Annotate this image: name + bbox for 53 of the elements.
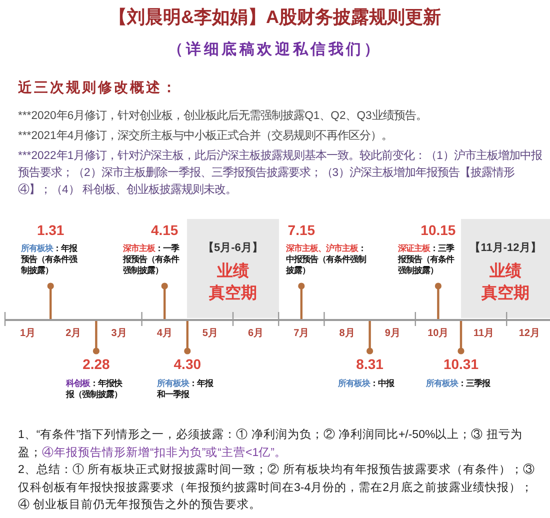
date-label: 2.28 bbox=[82, 355, 111, 373]
date-label: 4.15 bbox=[150, 221, 180, 239]
month-label: 1月 bbox=[19, 327, 37, 340]
timeline-pin bbox=[161, 282, 168, 320]
timeline-pin bbox=[366, 320, 374, 354]
subtitle: （详细底稿欢迎私信我们） bbox=[167, 41, 383, 59]
month-label: 5月 bbox=[201, 327, 219, 340]
month-label: 8月 bbox=[338, 327, 356, 340]
event-text: 所有板块：年报和一季报 bbox=[157, 378, 214, 400]
shaded-band bbox=[461, 219, 550, 318]
event-text: 所有板块：三季报 bbox=[426, 378, 492, 389]
event-text: 科创板：年报快报（强制披露） bbox=[66, 378, 124, 400]
timeline-pin bbox=[184, 320, 191, 354]
month-label: 10月 bbox=[426, 327, 450, 340]
timeline-axis bbox=[5, 319, 550, 321]
paragraph: ***2020年6月修订，针对创业板，创业板此后无需强制披露Q1、Q2、Q3业绩预告。 bbox=[18, 108, 428, 124]
event-text: 深市主板、沪市主板：中报预告（有条件强制披露） bbox=[286, 243, 367, 276]
month-label: 9月 bbox=[384, 327, 402, 340]
shaded-band bbox=[187, 219, 279, 318]
band-label: 业绩 bbox=[216, 262, 250, 282]
timeline-pin bbox=[298, 282, 305, 320]
section-heading: 近三次规则修改概述： bbox=[18, 79, 179, 95]
paragraph: ***2021年4月修订，深交所主板与中小板正式合并（交易规则不再作区分）。 bbox=[18, 128, 394, 144]
month-label: 2月 bbox=[64, 327, 82, 340]
note-text: 1、“有条件”指下列情形之一，必须披露：① 净利润为负；② 净利润同比+/-50%以上；③ 扭亏为盈；④年报预告情形新增“扣非为负”或“主营<1亿”。 bbox=[18, 427, 524, 460]
month-label: 3月 bbox=[110, 327, 128, 340]
month-label: 7月 bbox=[292, 327, 310, 340]
date-label: 4.30 bbox=[172, 355, 202, 373]
event-text: 所有板块：年报预告（有条件强制披露） bbox=[21, 243, 78, 276]
event-text: 所有板块：中报 bbox=[338, 378, 396, 389]
date-label: 8.31 bbox=[355, 355, 384, 373]
timeline-pin bbox=[92, 320, 100, 354]
event-text: 深市主板：一季报预告（有条件强制披露） bbox=[123, 243, 180, 276]
title: 【刘晨明&李如娟】A股财务披露规则更新 bbox=[108, 6, 442, 28]
timeline-pin bbox=[434, 282, 442, 320]
note-text: 2、总结：① 所有板块正式财报披露时间一致；② 所有板块均有年报预告披露要求（有条件）；③ 仅科创板有年报快报披露要求（年报预约披露时间在3-4月份的，需在2月底之前披露业绩快报）；④ 创业板目前仍无年报预告之外的预告要求。 bbox=[18, 462, 536, 513]
band-label: 真空期 bbox=[208, 283, 258, 304]
period-label: 【11月-12月】 bbox=[468, 241, 542, 255]
month-label: 6月 bbox=[247, 327, 265, 340]
date-label: 10.15 bbox=[420, 221, 457, 239]
date-label: 10.31 bbox=[442, 355, 480, 373]
month-label: 12月 bbox=[518, 327, 541, 340]
paragraph: ***2022年1月修订，针对沪深主板，此后沪深主板披露规则基本一致。较此前变化：（1）沪市主板增加中报预告要求；（2）深市主板删除一季报、三季报预告披露要求；（3）沪深主板增加年报预告【披露情形④】；（4） 科创板、创业板披露规则未改。 bbox=[18, 148, 543, 198]
band-label: 业绩 bbox=[488, 262, 522, 282]
date-label: 1.31 bbox=[36, 221, 66, 239]
timeline-pin bbox=[458, 320, 464, 354]
month-label: 11月 bbox=[472, 327, 496, 340]
date-label: 7.15 bbox=[286, 221, 316, 239]
timeline-pin bbox=[47, 282, 54, 320]
event-text: 深证主板：三季报预告（有条件强制披露） bbox=[398, 243, 456, 276]
band-label: 真空期 bbox=[480, 283, 530, 304]
period-label: 【5月-6月】 bbox=[202, 241, 264, 255]
month-label: 4月 bbox=[156, 327, 174, 340]
